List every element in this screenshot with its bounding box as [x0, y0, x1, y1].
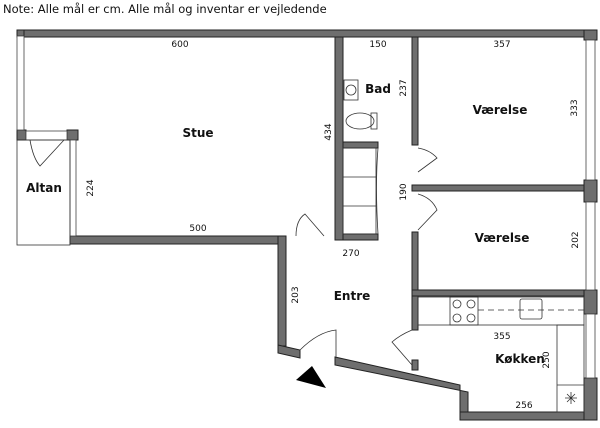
- dim-stue-height: 434: [324, 123, 334, 140]
- dim-vaerelse-1-width: 357: [493, 40, 510, 50]
- room-label-altan: Altan: [26, 181, 62, 195]
- kitchen-counter: [417, 296, 585, 413]
- dim-vaerelse-2-height: 202: [571, 231, 581, 248]
- bathroom-fixtures: [343, 79, 378, 130]
- windows: [16, 35, 596, 379]
- dim-entre-height: 203: [291, 286, 301, 303]
- room-label-vaerelse-1: Værelse: [473, 103, 528, 117]
- room-label-vaerelse-2: Værelse: [475, 231, 530, 245]
- plan-note: Note: Alle mål er cm. Alle mål og invent…: [3, 2, 327, 16]
- dim-kokken-bottom: 256: [515, 401, 532, 411]
- room-label-bad: Bad: [365, 82, 391, 96]
- dim-bad-height: 237: [399, 79, 409, 96]
- dim-kokken-height: 250: [542, 351, 552, 368]
- dim-altan-height: 224: [86, 179, 96, 196]
- room-label-kokken: Køkken: [495, 352, 545, 366]
- dim-hall: 190: [399, 183, 409, 200]
- dim-entre-width: 270: [342, 249, 359, 259]
- dim-stue-width: 600: [171, 40, 188, 50]
- room-label-stue: Stue: [182, 126, 213, 140]
- room-label-entre: Entre: [334, 289, 371, 303]
- dim-vaerelse-1-height: 333: [570, 99, 580, 116]
- entrance-arrow-icon: [296, 366, 326, 388]
- dim-stue-bottom: 500: [189, 224, 206, 234]
- dim-bad-width: 150: [369, 40, 386, 50]
- altan-outline: [16, 139, 71, 246]
- dim-kokken-width: 355: [493, 332, 510, 342]
- doors[interactable]: [29, 139, 438, 366]
- walls: [16, 29, 598, 421]
- closet: [342, 147, 377, 235]
